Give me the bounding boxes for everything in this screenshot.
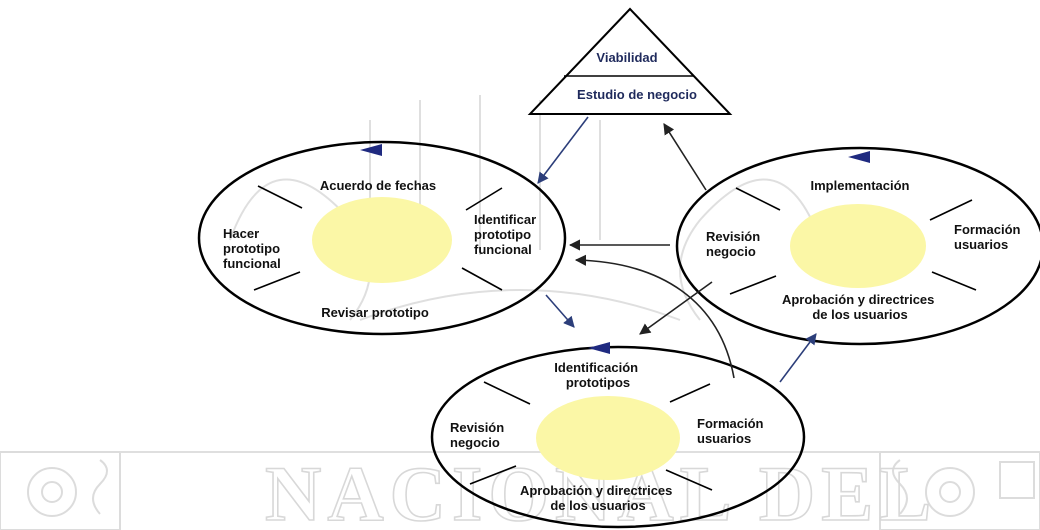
bottom-cycle-right-label: Formación usuarios <box>697 416 767 446</box>
arrow-bottom-to-right <box>779 333 817 383</box>
right-cycle-top-label: Implementación <box>811 178 910 193</box>
right-cycle-dividers <box>729 187 977 295</box>
left-cycle-direction-marker <box>360 144 382 156</box>
triangle-bottom-label: Estudio de negocio <box>577 87 697 102</box>
bottom-cycle-dividers <box>469 381 713 491</box>
left-cycle: Acuerdo de fechas Hacer prototipo funcio… <box>197 140 567 336</box>
connector-arrows <box>537 116 817 383</box>
arrow-right-to-triangle <box>663 123 707 191</box>
left-cycle-dividers <box>253 185 503 291</box>
bottom-cycle-ellipse <box>430 345 806 529</box>
arrow-triangle-to-left <box>537 116 589 184</box>
left-cycle-left-label: Hacer prototipo funcional <box>223 226 284 271</box>
feasibility-triangle: Viabilidad Estudio de negocio <box>527 7 733 115</box>
triangle-top-label: Viabilidad <box>596 50 657 65</box>
right-cycle-core <box>790 204 926 288</box>
left-cycle-ellipse <box>197 140 567 336</box>
right-cycle-bottom-label: Aprobación y directrices de los usuarios <box>782 292 938 322</box>
left-cycle-core <box>312 197 452 283</box>
watermark-frame <box>120 95 880 453</box>
watermark-seal-left <box>0 451 121 530</box>
arrow-left-to-bottom <box>545 294 575 328</box>
right-cycle-left-label: Revisión negocio <box>706 229 764 259</box>
left-cycle-bottom-label: Revisar prototipo <box>321 305 429 320</box>
arrow-bottom-to-left <box>574 254 735 379</box>
right-cycle-right-label: Formación usuarios <box>954 222 1024 252</box>
arrow-right-to-bottom <box>639 281 713 335</box>
watermark-seal-right <box>879 451 1040 530</box>
bottom-cycle-left-label: Revisión negocio <box>450 420 508 450</box>
bottom-cycle-core <box>536 396 680 480</box>
right-cycle-direction-marker <box>848 151 870 163</box>
bottom-cycle-bottom-label: Aprobación y directrices de los usuarios <box>520 483 676 513</box>
bottom-cycle-top-label: Identificación prototipos <box>554 360 641 390</box>
bottom-cycle-direction-marker <box>588 342 610 354</box>
right-cycle-ellipse <box>675 146 1040 346</box>
left-cycle-top-label: Acuerdo de fechas <box>320 178 436 193</box>
bottom-cycle: Identificación prototipos Revisión negoc… <box>430 342 806 529</box>
right-cycle: Implementación Revisión negocio Formació… <box>675 146 1040 346</box>
triangle-shape <box>527 7 733 115</box>
left-cycle-right-label: Identificar prototipo funcional <box>474 212 540 257</box>
